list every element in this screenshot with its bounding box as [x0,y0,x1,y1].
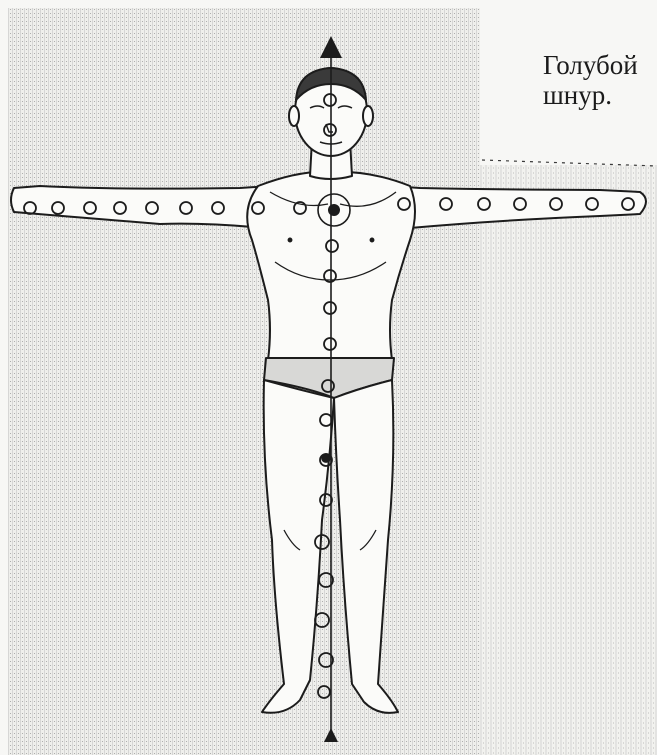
heart-dot [328,204,340,216]
background-texture-right [480,165,657,755]
caption: Голубой шнур. [543,50,653,110]
channel-dot [322,454,330,462]
background-texture [8,8,480,755]
caption-line-1: Голубой [543,50,653,80]
caption-line-2: шнур. [543,80,653,110]
